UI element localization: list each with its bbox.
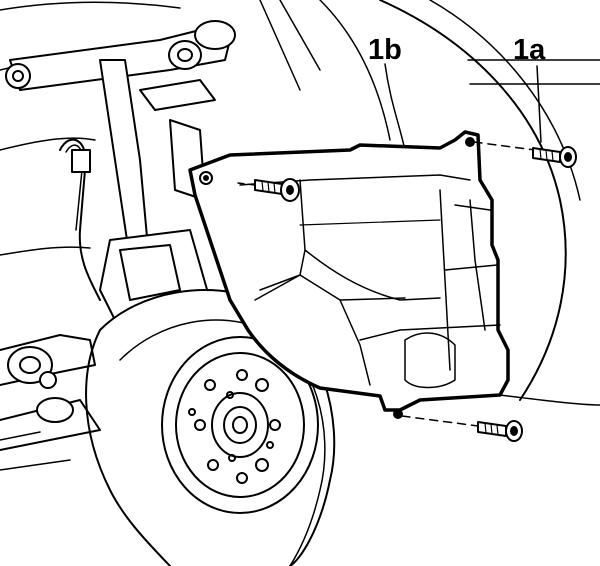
screw-upper-left [237,178,300,202]
callout-label-1a: 1a [513,34,546,66]
screw-1a [473,141,577,168]
leader-line-1b [384,63,405,147]
leader-line-1a [536,65,542,143]
callout-label-1b: 1b [368,34,402,66]
body-panel [0,0,600,406]
splash-shield-1b [188,130,510,419]
screw-lower [401,415,523,442]
